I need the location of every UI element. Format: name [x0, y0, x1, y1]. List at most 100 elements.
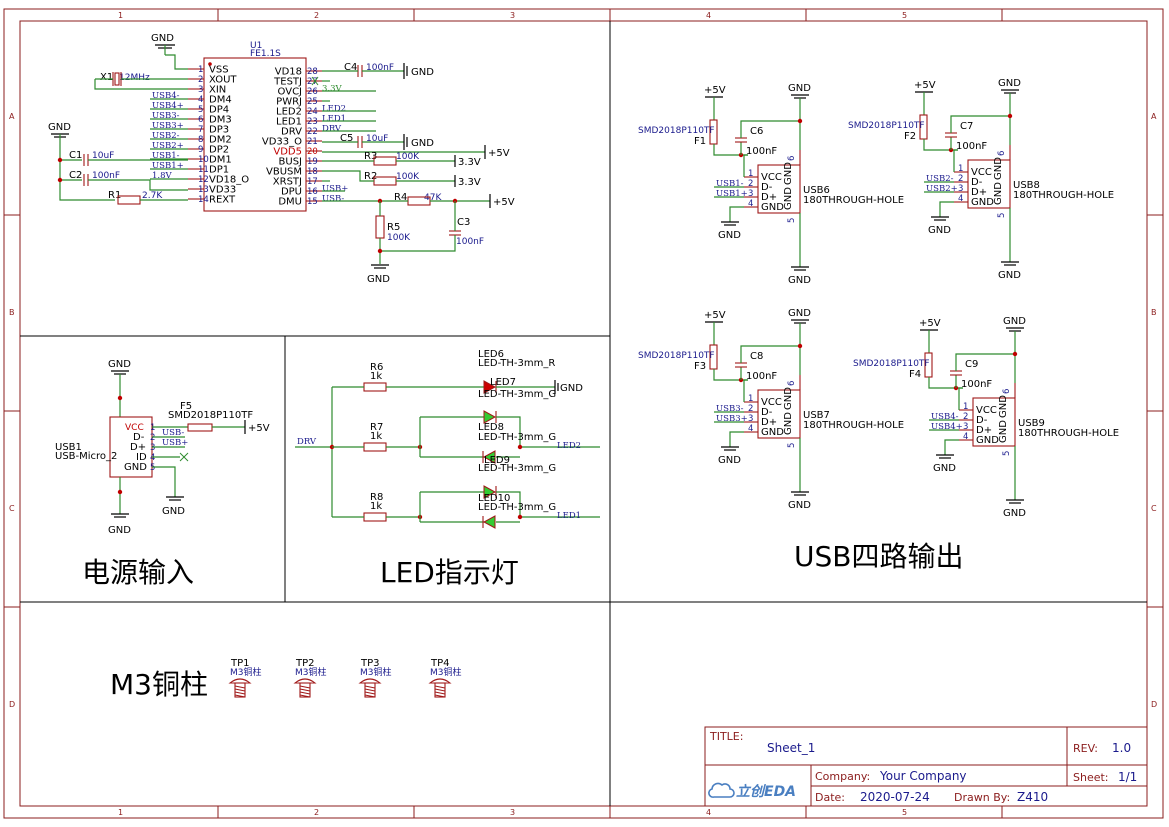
pin-number: 1 [958, 164, 963, 174]
pin-number: 1 [748, 169, 753, 179]
screw-head-icon [358, 678, 382, 684]
pin-name: LED1 [276, 117, 302, 128]
pin-name: DM3 [209, 115, 232, 126]
net-label: 1.8V [152, 171, 173, 181]
row-label: A [9, 112, 15, 121]
row-label: C [1151, 504, 1157, 513]
pin-name: REXT [209, 195, 236, 206]
net-led1: LED1 [557, 511, 581, 521]
v33-label: 3.3V [458, 157, 481, 168]
net-label: USB1- [152, 151, 180, 161]
svg-text:6: 6 [787, 156, 797, 161]
pin-name: DM1 [209, 155, 232, 166]
led6: LED6 LED-TH-3mm_R [478, 349, 555, 394]
pin-number: 25 [307, 97, 318, 107]
pin-number: 15 [307, 197, 318, 207]
pin-number: 23 [307, 117, 318, 127]
svg-text:C3: C3 [457, 217, 470, 228]
resistor-r6: R6 1k [363, 362, 387, 392]
svg-text:LED6: LED6 [478, 349, 504, 360]
svg-text:USB+: USB+ [162, 438, 188, 448]
pin-number: 6 [198, 115, 203, 125]
pin-number: 7 [198, 125, 203, 135]
svg-text:1k: 1k [370, 431, 382, 442]
col-label: 5 [902, 11, 907, 20]
svg-text:R5: R5 [387, 222, 400, 233]
testpoint-part: M3铜柱 [360, 666, 392, 678]
screw-body-icon [364, 682, 376, 698]
pin-number: 2 [748, 404, 753, 414]
pin-number: 5 [198, 105, 203, 115]
pin-name: VD18_O [209, 175, 249, 186]
svg-text:C4: C4 [344, 62, 357, 73]
svg-text:C2: C2 [69, 170, 82, 181]
net-label: USB1+ [152, 161, 184, 171]
date-value: 2020-07-24 [860, 790, 930, 804]
section-title-led: LED指示灯 [380, 556, 519, 589]
u1-body [203, 57, 307, 212]
pin-number: 2 [958, 174, 963, 184]
svg-text:R7: R7 [370, 422, 383, 433]
sheet-value: 1/1 [1118, 770, 1137, 784]
eda-logo: 立创EDA [708, 782, 796, 800]
col-label: 4 [706, 808, 711, 817]
net-label: DRV [322, 124, 342, 134]
svg-text:5: 5 [150, 463, 155, 473]
net-label: USB1+ [716, 189, 748, 199]
gnd-label: GND [48, 122, 71, 133]
pin-number: 14 [198, 195, 209, 205]
v5-label: +5V [919, 318, 941, 329]
cap-ref: C7 [960, 121, 973, 132]
svg-text:1: 1 [150, 423, 155, 433]
testpoint-part: M3铜柱 [295, 666, 327, 678]
svg-text:F5: F5 [180, 401, 192, 412]
gnd-symbol-side: GND [403, 63, 434, 79]
svg-text:R1: R1 [108, 190, 121, 201]
row-label: C [9, 504, 15, 513]
usb-ref: USB6 [803, 185, 830, 196]
svg-text:ID: ID [136, 452, 147, 463]
date-label: Date: [815, 791, 845, 804]
svg-text:D-: D- [133, 432, 145, 443]
pin-number: 3 [748, 189, 753, 199]
pin-name: D- [976, 415, 988, 426]
col-label: 3 [510, 808, 515, 817]
svg-text:LED-TH-3mm_G: LED-TH-3mm_G [478, 389, 556, 400]
pin-number: 4 [958, 194, 963, 204]
col-label: 5 [902, 808, 907, 817]
svg-text:R2: R2 [364, 171, 377, 182]
svg-text:GND: GND [993, 182, 1004, 205]
v5-label: +5V [704, 85, 726, 96]
net-drv: DRV [297, 437, 317, 447]
pin-number: 9 [198, 145, 203, 155]
net-label: USB1- [716, 179, 744, 189]
cap-value: 100nF [961, 379, 992, 390]
pin-name: VCC [976, 405, 997, 416]
v5-label: +5V [488, 148, 510, 159]
pin-number: 22 [307, 127, 318, 137]
pin-number: 20 [307, 147, 318, 157]
pin-number: 4 [748, 424, 753, 434]
gnd-label: GND [411, 67, 434, 78]
svg-text:6: 6 [787, 381, 797, 386]
col-label: 2 [314, 808, 319, 817]
pin-name: D+ [761, 192, 777, 203]
drawn-value: Z410 [1017, 790, 1048, 804]
net-label: USB3- [152, 111, 180, 121]
pin-number: 28 [307, 67, 318, 77]
svg-text:12MHz: 12MHz [119, 73, 150, 83]
svg-text:SMD2018P110TF: SMD2018P110TF [168, 410, 253, 421]
pin-number: 19 [307, 157, 318, 167]
svg-text:LED7: LED7 [490, 377, 516, 388]
pin-name: VCC [761, 397, 782, 408]
svg-text:1k: 1k [370, 371, 382, 382]
section-title-standoffs: M3铜柱 [110, 668, 208, 701]
u1-part: FE1.1S [250, 49, 281, 59]
svg-text:D+: D+ [130, 442, 146, 453]
pin-number: 11 [198, 165, 209, 175]
gnd-label: GND [151, 33, 174, 44]
testpoint-ref: TP1 [230, 658, 250, 669]
fuse-ref: F4 [909, 369, 921, 380]
